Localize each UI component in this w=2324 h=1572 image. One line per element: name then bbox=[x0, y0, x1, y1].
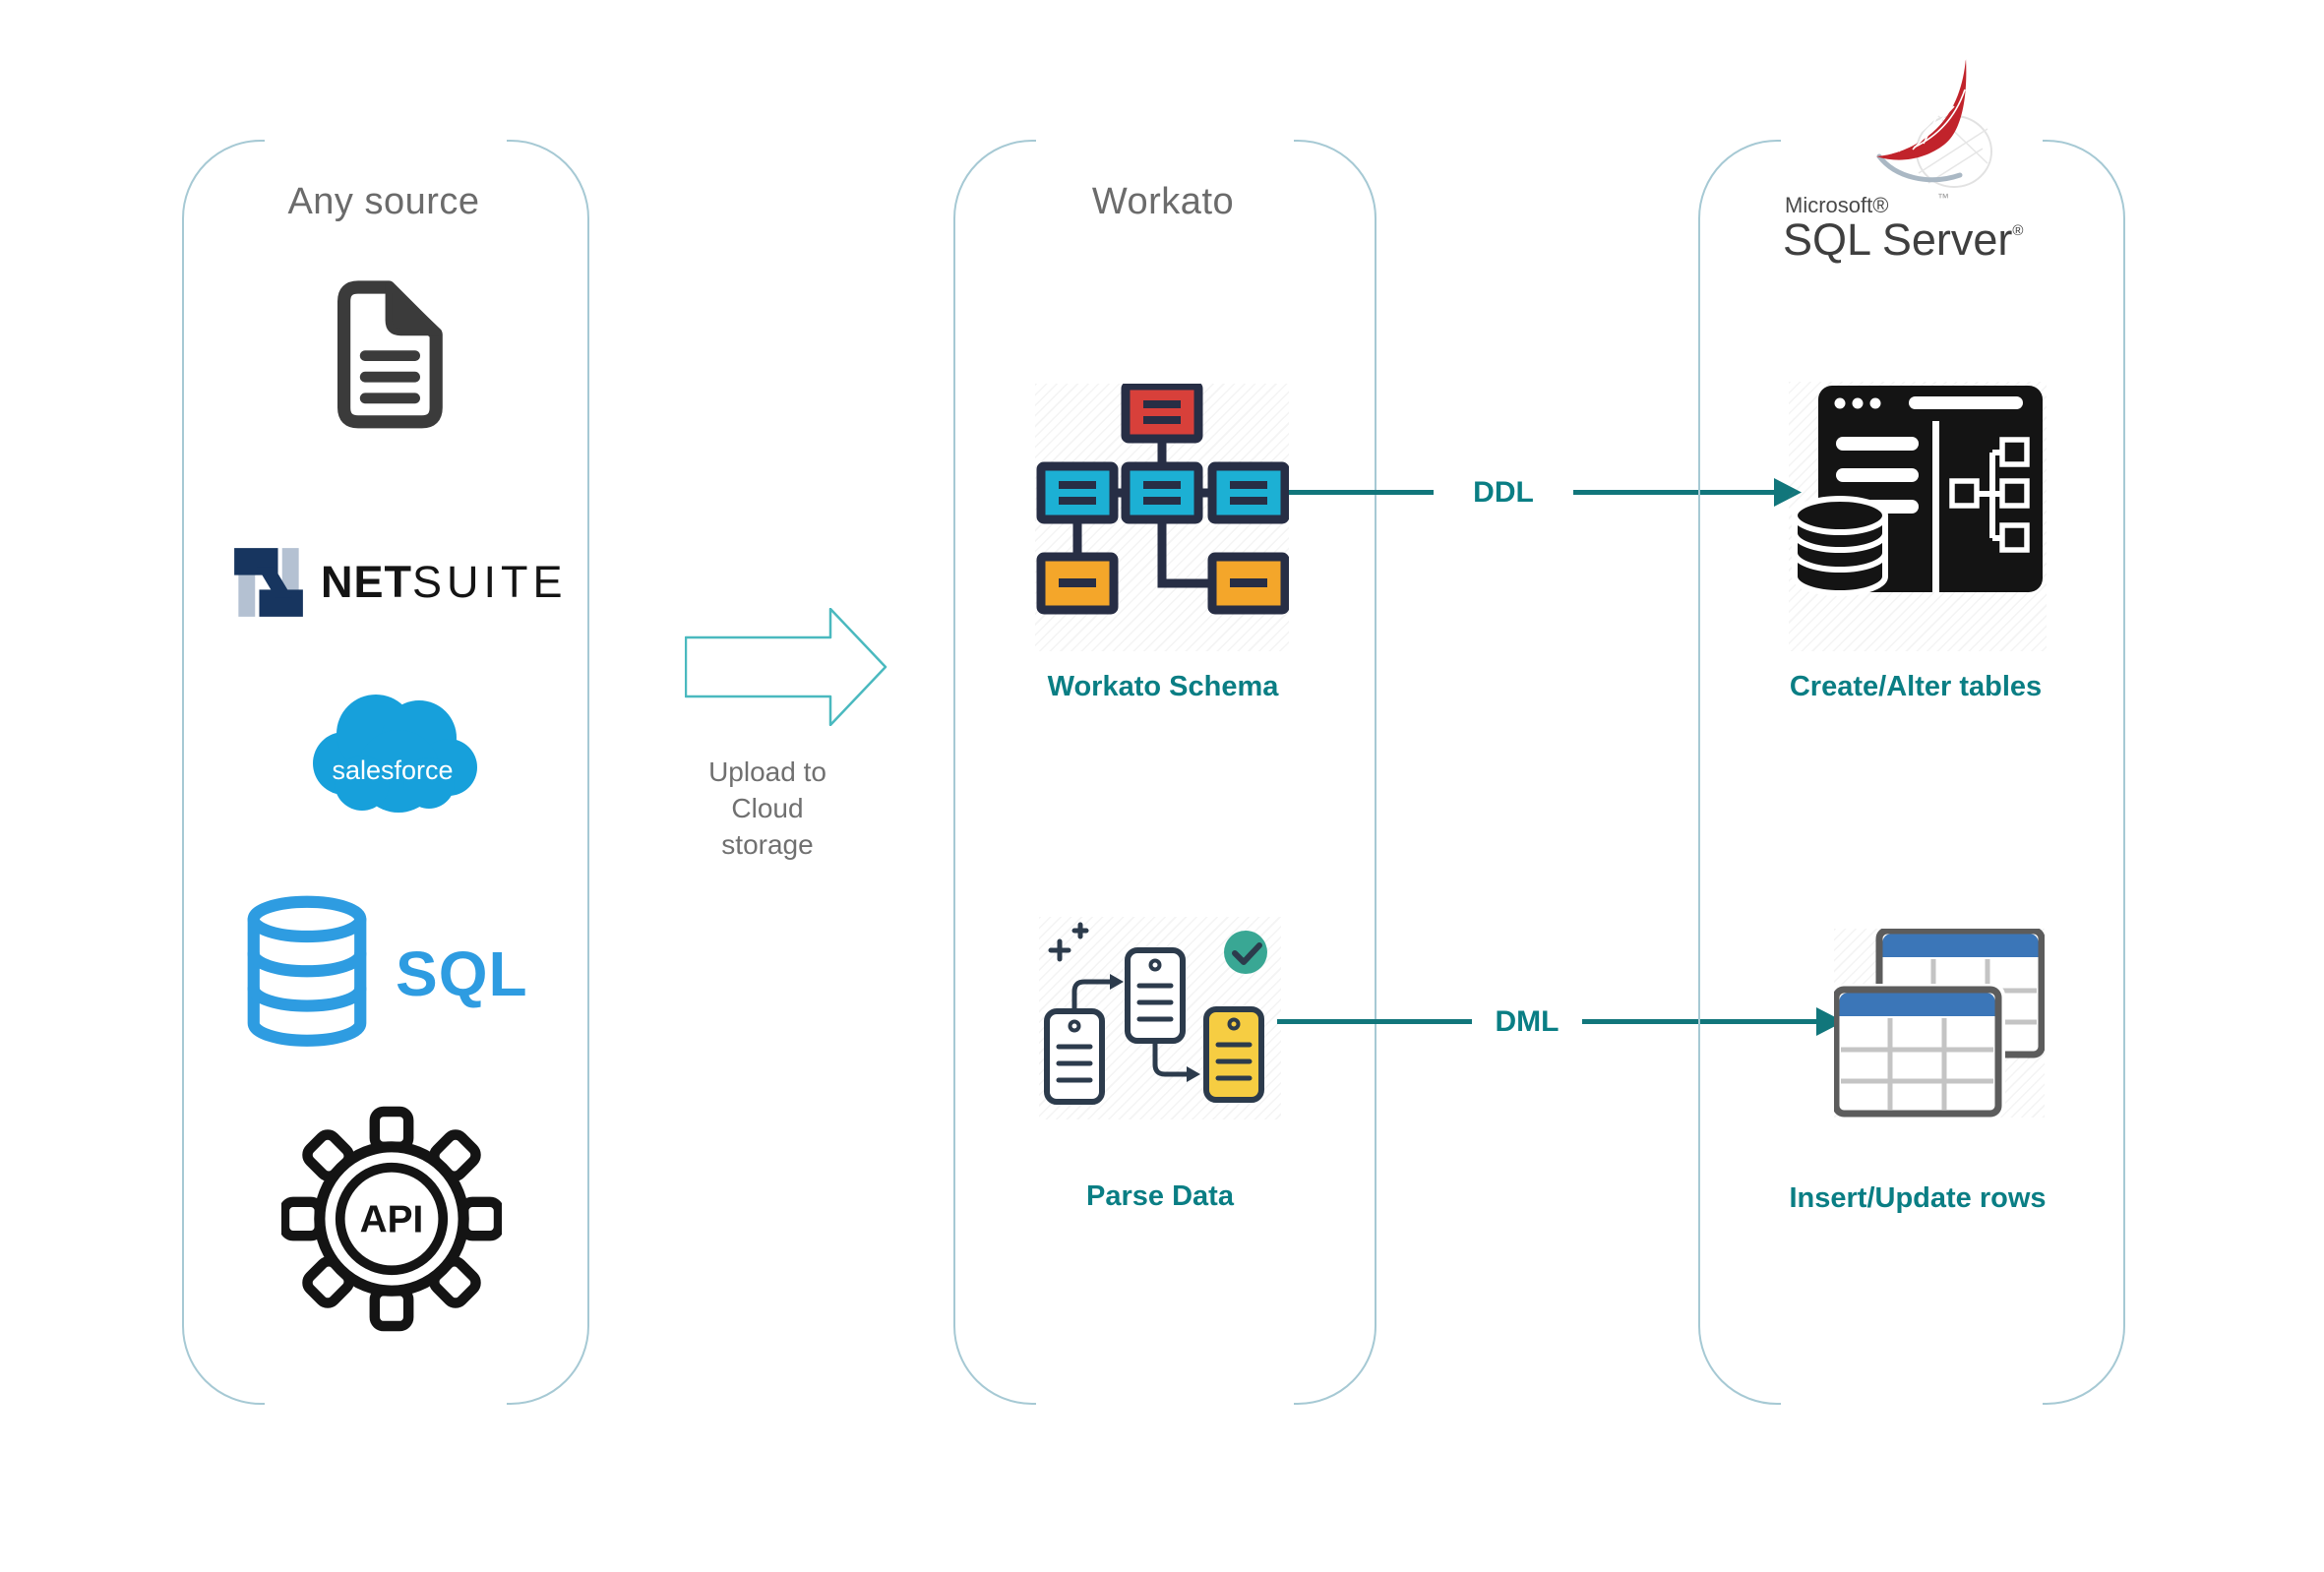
upload-caption: Upload to Cloud storage bbox=[708, 756, 826, 860]
create-alter-label: Create/Alter tables bbox=[1789, 671, 2043, 702]
workato-schema-icon bbox=[1035, 381, 1290, 651]
dml-line-left bbox=[1277, 1019, 1472, 1024]
any-source-title: Any source bbox=[287, 181, 480, 222]
netsuite-item: NETSUITE bbox=[232, 545, 568, 620]
salesforce-wordmark: salesforce bbox=[332, 756, 453, 785]
netsuite-wordmark: NETSUITE bbox=[321, 557, 568, 607]
dml-arrowhead-icon bbox=[1816, 1007, 1844, 1036]
api-label: API bbox=[360, 1198, 424, 1240]
workato-title: Workato bbox=[1091, 181, 1235, 222]
insert-update-label: Insert/Update rows bbox=[1789, 1182, 2047, 1214]
salesforce-icon: salesforce bbox=[313, 695, 477, 813]
sql-server-wordmark: SQL Server® bbox=[1783, 214, 2024, 265]
column-workato bbox=[953, 138, 1376, 1407]
sql-server-swirl-icon bbox=[1876, 57, 1992, 188]
column-any-source bbox=[182, 138, 589, 1407]
column-sql-server bbox=[1698, 138, 2125, 1407]
ddl-line-right bbox=[1573, 490, 1774, 495]
document-icon bbox=[337, 280, 443, 429]
upload-arrow-icon bbox=[685, 608, 887, 726]
insert-update-rows-icon bbox=[1832, 927, 2046, 1118]
netsuite-logo-icon bbox=[234, 548, 303, 617]
sql-server-tm: ™ bbox=[1937, 191, 1949, 205]
parse-data-icon bbox=[1039, 917, 1281, 1119]
ddl-label: DDL bbox=[1473, 476, 1534, 509]
workato-schema-label: Workato Schema bbox=[1047, 671, 1279, 702]
ddl-line-left bbox=[1289, 490, 1434, 495]
microsoft-brand: Microsoft® bbox=[1785, 193, 1889, 217]
api-gear-icon: API bbox=[281, 1106, 502, 1332]
sql-item: SQL bbox=[240, 895, 528, 1053]
create-alter-tables-icon bbox=[1789, 382, 2047, 651]
ddl-arrowhead-icon bbox=[1774, 478, 1802, 507]
sql-wordmark: SQL bbox=[396, 938, 528, 1009]
database-cylinder-icon bbox=[247, 895, 367, 1047]
parse-data-label: Parse Data bbox=[1086, 1180, 1234, 1212]
dml-label: DML bbox=[1495, 1005, 1560, 1038]
